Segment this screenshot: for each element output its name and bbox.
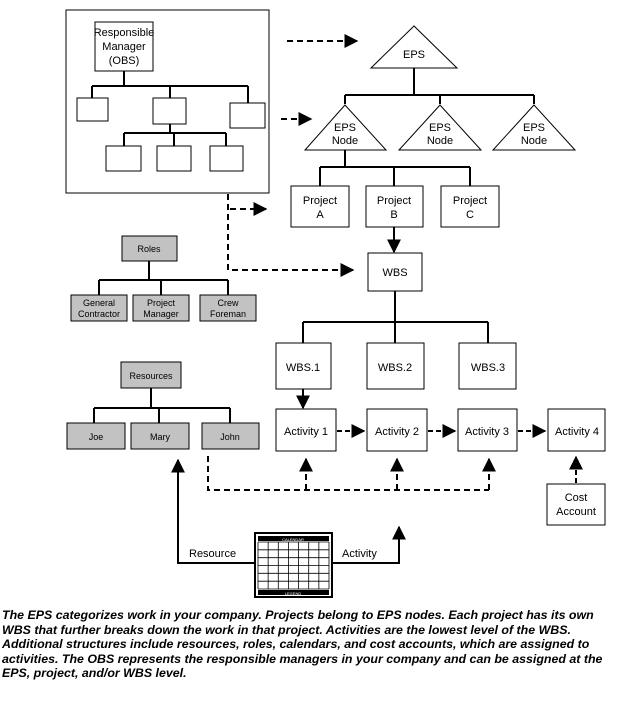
activity-1-label: Activity 1 xyxy=(284,426,328,438)
wbs-1-box xyxy=(275,342,332,390)
wbs-2-box xyxy=(366,342,425,390)
project-a-label: A xyxy=(316,209,324,221)
resource-assignment-arrows xyxy=(207,456,496,491)
role-box xyxy=(132,294,190,322)
roles-title: Roles xyxy=(137,244,161,254)
activity-2-label: Activity 2 xyxy=(375,426,419,438)
calendar-header: CALENDAR xyxy=(282,537,304,542)
eps-node-label: Node xyxy=(521,135,547,147)
roles-tree: Roles General Contractor Project Manager… xyxy=(70,235,257,322)
wbs-2-label: WBS.2 xyxy=(378,362,412,374)
calendar-icon: CALENDAR LEGEND xyxy=(254,532,333,598)
project-c-box xyxy=(440,185,500,228)
role-label: General xyxy=(83,298,115,308)
cost-account-box xyxy=(546,483,606,526)
eps-node-triangle xyxy=(491,104,577,151)
calendar-footer: LEGEND xyxy=(285,591,302,596)
activity-3-box xyxy=(457,408,518,452)
obs-manager-box xyxy=(94,21,154,72)
eps-node-label: Node xyxy=(332,135,358,147)
resource-label: Joe xyxy=(89,432,104,442)
role-label: Manager xyxy=(143,309,179,319)
obs-box xyxy=(105,145,142,172)
resource-arrow-label: Resource xyxy=(189,548,236,560)
role-label: Contractor xyxy=(78,309,120,319)
obs-box xyxy=(156,145,192,172)
eps-structure-diagram: Responsible Manager (OBS) EPS EPS Node E… xyxy=(65,9,606,598)
obs-box xyxy=(229,102,266,129)
project-a-box xyxy=(290,185,350,228)
activity-1-box xyxy=(275,408,337,452)
wbs-1-label: WBS.1 xyxy=(286,362,320,374)
obs-box xyxy=(76,97,109,122)
eps-node-label: EPS xyxy=(523,122,545,134)
obs-panel: Responsible Manager (OBS) xyxy=(65,9,270,194)
eps-root-label: EPS xyxy=(403,49,425,61)
eps-node-triangle xyxy=(397,104,483,151)
cost-account-label: Cost xyxy=(565,492,588,504)
resource-box xyxy=(201,422,260,450)
role-box xyxy=(70,294,128,322)
activity-4-label: Activity 4 xyxy=(555,426,599,438)
activity-2-box xyxy=(366,408,428,452)
resources-header-box xyxy=(120,361,182,389)
project-a-label: Project xyxy=(303,195,337,207)
resource-box xyxy=(130,422,190,450)
activity-4-box xyxy=(547,408,606,452)
project-c-label: Project xyxy=(453,195,487,207)
role-label: Crew xyxy=(217,298,239,308)
obs-box xyxy=(152,97,187,125)
obs-title-line-3: (OBS) xyxy=(109,55,140,67)
resource-box xyxy=(66,422,126,450)
resource-label: Mary xyxy=(150,432,170,442)
resources-title: Resources xyxy=(129,371,173,381)
wbs-3-box xyxy=(458,342,517,390)
diagram-caption: The EPS categorizes work in your company… xyxy=(2,608,603,681)
activities: Activity 1 Activity 2 Activity 3 Activit… xyxy=(275,408,606,526)
obs-title-line-1: Responsible xyxy=(94,27,155,39)
wbs-3-label: WBS.3 xyxy=(471,362,505,374)
activity-3-label: Activity 3 xyxy=(465,426,509,438)
wbs-root-label: WBS xyxy=(382,267,407,279)
eps-node-label: EPS xyxy=(334,122,356,134)
role-label: Project xyxy=(147,298,176,308)
roles-header-box xyxy=(121,235,178,262)
calendar-assignment-arrows xyxy=(171,458,406,564)
role-label: Foreman xyxy=(210,309,246,319)
wbs-hierarchy: WBS WBS.1 WBS.2 WBS.3 xyxy=(275,252,517,410)
resources-tree: Resources Joe Mary John xyxy=(66,361,260,450)
cost-account-label: Account xyxy=(556,506,596,518)
eps-node-label: EPS xyxy=(429,122,451,134)
obs-assignment-arrows xyxy=(227,34,359,277)
activity-arrow-label: Activity xyxy=(342,548,377,560)
eps-hierarchy: EPS EPS Node EPS Node EPS Node Project A… xyxy=(290,25,577,254)
eps-node-label: Node xyxy=(427,135,453,147)
project-b-label: B xyxy=(390,209,397,221)
resource-label: John xyxy=(220,432,240,442)
project-c-label: C xyxy=(466,209,474,221)
role-box xyxy=(199,294,257,322)
obs-title-line-2: Manager xyxy=(102,41,146,53)
eps-root-triangle xyxy=(369,25,459,69)
wbs-root-box xyxy=(367,252,423,292)
project-b-label: Project xyxy=(377,195,411,207)
obs-box xyxy=(209,145,244,172)
